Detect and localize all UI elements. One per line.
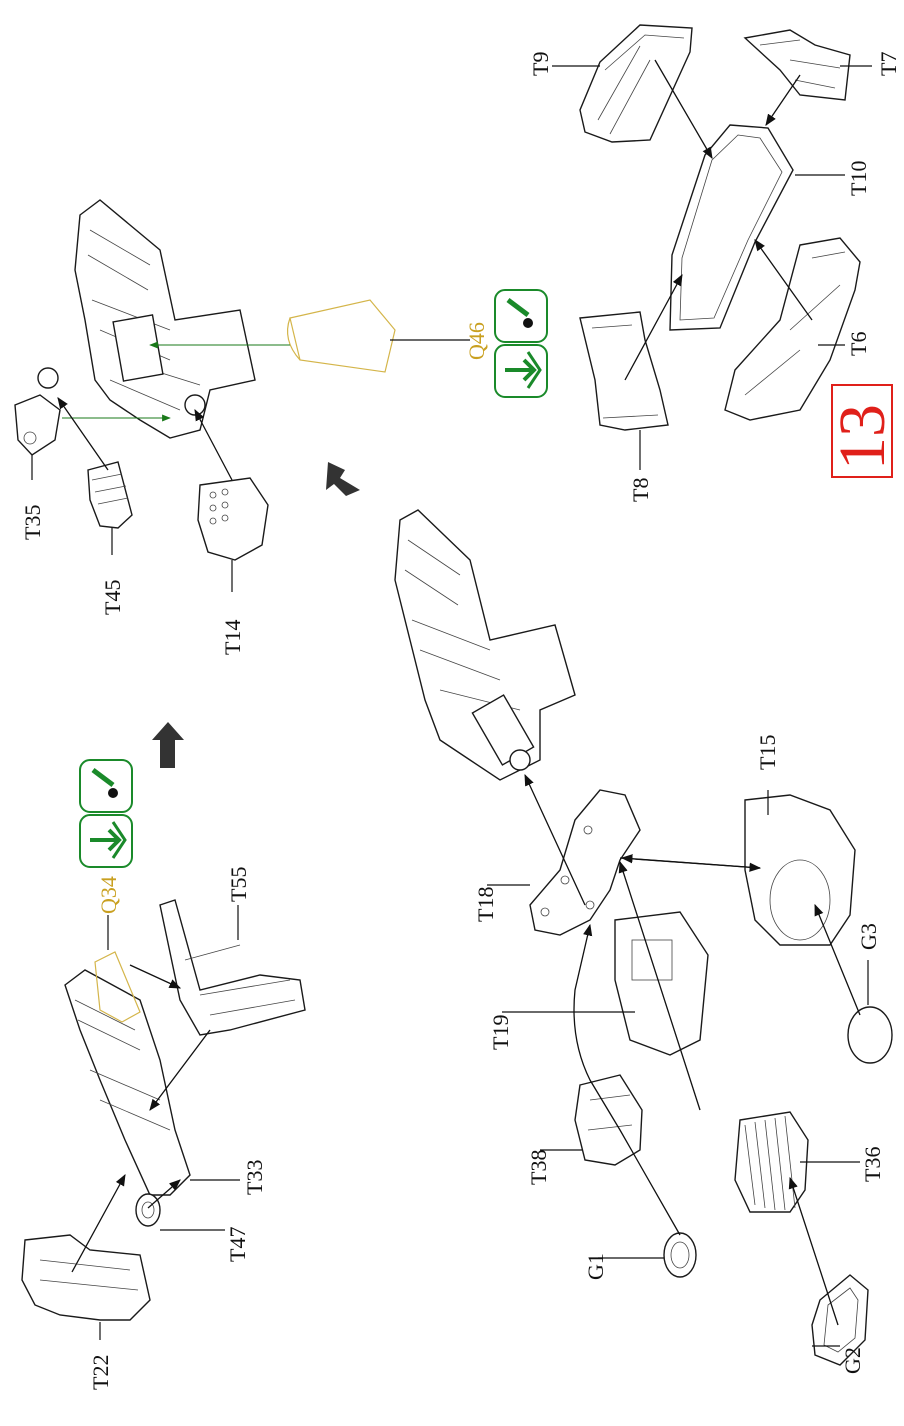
part-Q46-optional (287, 299, 396, 373)
push-arrow-check-icon-q46 (494, 344, 548, 398)
label-G3: G3 (856, 923, 881, 950)
part-T14 (197, 477, 269, 561)
direction-arrow-icon-up (152, 722, 184, 768)
lubricate-drop-icon-q34 (79, 759, 133, 813)
label-T36: T36 (860, 1147, 885, 1182)
label-T18: T18 (473, 887, 498, 922)
label-Q46: Q46 (464, 322, 489, 360)
label-T19: T19 (488, 1015, 513, 1050)
label-T7: T7 (876, 52, 901, 76)
part-T9 (579, 24, 693, 143)
label-T9: T9 (528, 52, 553, 76)
label-T45: T45 (100, 580, 125, 615)
label-G1: G1 (583, 1253, 608, 1280)
receiver-assembly-mid (394, 509, 576, 781)
direction-arrow-icon-down (326, 462, 360, 496)
label-T15: T15 (755, 735, 780, 770)
part-T22 (21, 1234, 151, 1321)
part-T18 (529, 789, 641, 936)
label-T47: T47 (225, 1227, 250, 1262)
label-T8: T8 (628, 478, 653, 502)
part-T36 (734, 1111, 809, 1213)
arrow-T6-to-T10 (754, 239, 813, 321)
label-T33: T33 (242, 1160, 267, 1195)
label-G2: G2 (840, 1347, 865, 1374)
part-G1 (663, 1232, 697, 1278)
receiver-assembly-top (74, 199, 256, 439)
part-T55 (159, 899, 306, 1036)
label-T14: T14 (220, 620, 245, 655)
part-T35 (14, 367, 61, 456)
step-number-box: 13 (826, 384, 899, 478)
label-Q34: Q34 (96, 876, 121, 914)
arrow-T8-to-T10 (624, 273, 683, 381)
part-T8 (579, 311, 669, 431)
label-T6: T6 (846, 332, 871, 356)
part-T38 (574, 1074, 643, 1166)
part-Q34-optional (94, 951, 141, 1023)
label-T35: T35 (20, 505, 45, 540)
part-T7 (743, 29, 851, 101)
part-T15 (744, 794, 856, 946)
arrow-T7-to-T10 (765, 74, 801, 126)
label-T22: T22 (88, 1355, 113, 1390)
lubricate-drop-icon-q46 (494, 289, 548, 343)
label-T55: T55 (226, 867, 251, 902)
part-T19 (614, 911, 709, 1056)
part-T47 (135, 1193, 161, 1227)
part-G2 (811, 1274, 869, 1366)
step-number: 13 (826, 404, 899, 470)
part-G3 (847, 1006, 893, 1064)
part-T10 (669, 124, 794, 331)
part-T45 (87, 461, 133, 529)
arrow-T9-to-T10 (654, 59, 713, 160)
part-T6 (724, 237, 861, 421)
push-arrow-check-icon-q34 (79, 814, 133, 868)
label-T10: T10 (846, 161, 871, 196)
label-T38: T38 (526, 1150, 551, 1185)
